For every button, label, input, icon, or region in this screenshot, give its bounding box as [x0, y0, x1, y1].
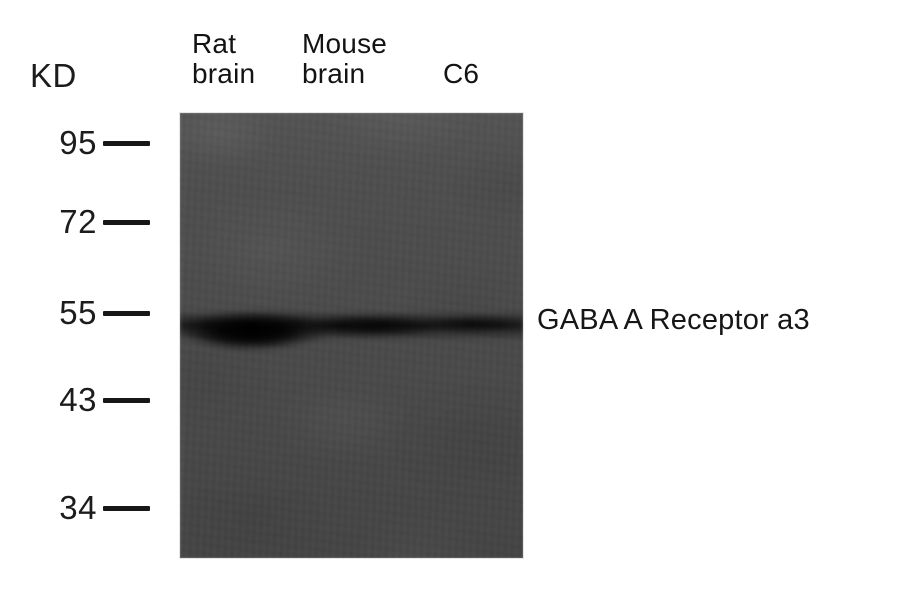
molecular-weight-unit-label: KD — [30, 57, 77, 94]
mw-marker-95-dash-icon — [103, 141, 150, 146]
protein-band-rat-brain-core — [194, 319, 304, 355]
membrane-texture-upper — [180, 113, 523, 558]
protein-band-mouse-brain — [302, 312, 442, 340]
membrane-film-grain — [180, 113, 523, 558]
protein-band-rat-brain — [186, 309, 334, 355]
mw-marker-72-value: 72 — [59, 203, 97, 240]
lane-header-mouse-brain: Mouse brain — [302, 28, 388, 89]
mw-marker-43-dash-icon — [103, 398, 150, 403]
mw-marker-34-dash-icon — [103, 506, 150, 511]
lane-header-c6: C6 — [443, 58, 480, 89]
lane-header-rat-brain: Rat brain — [192, 28, 256, 89]
protein-band-speckle — [180, 315, 523, 335]
mw-marker-72: 72 — [0, 202, 175, 242]
protein-band-c6 — [428, 313, 523, 335]
mw-marker-55-value: 55 — [59, 294, 97, 331]
mw-marker-95: 95 — [0, 123, 175, 163]
target-protein-label: GABA A Receptor a3 — [537, 304, 810, 336]
mw-marker-43-value: 43 — [59, 381, 97, 418]
blot-membrane — [180, 113, 523, 558]
mw-marker-34: 34 — [0, 488, 175, 528]
mw-marker-55-dash-icon — [103, 311, 150, 316]
mw-marker-72-dash-icon — [103, 220, 150, 225]
mw-marker-95-value: 95 — [59, 124, 97, 161]
mw-marker-43: 43 — [0, 380, 175, 420]
protein-band-smear — [180, 311, 523, 341]
mw-marker-34-value: 34 — [59, 489, 97, 526]
membrane-texture-lower — [180, 113, 523, 558]
mw-marker-55: 55 — [0, 293, 175, 333]
